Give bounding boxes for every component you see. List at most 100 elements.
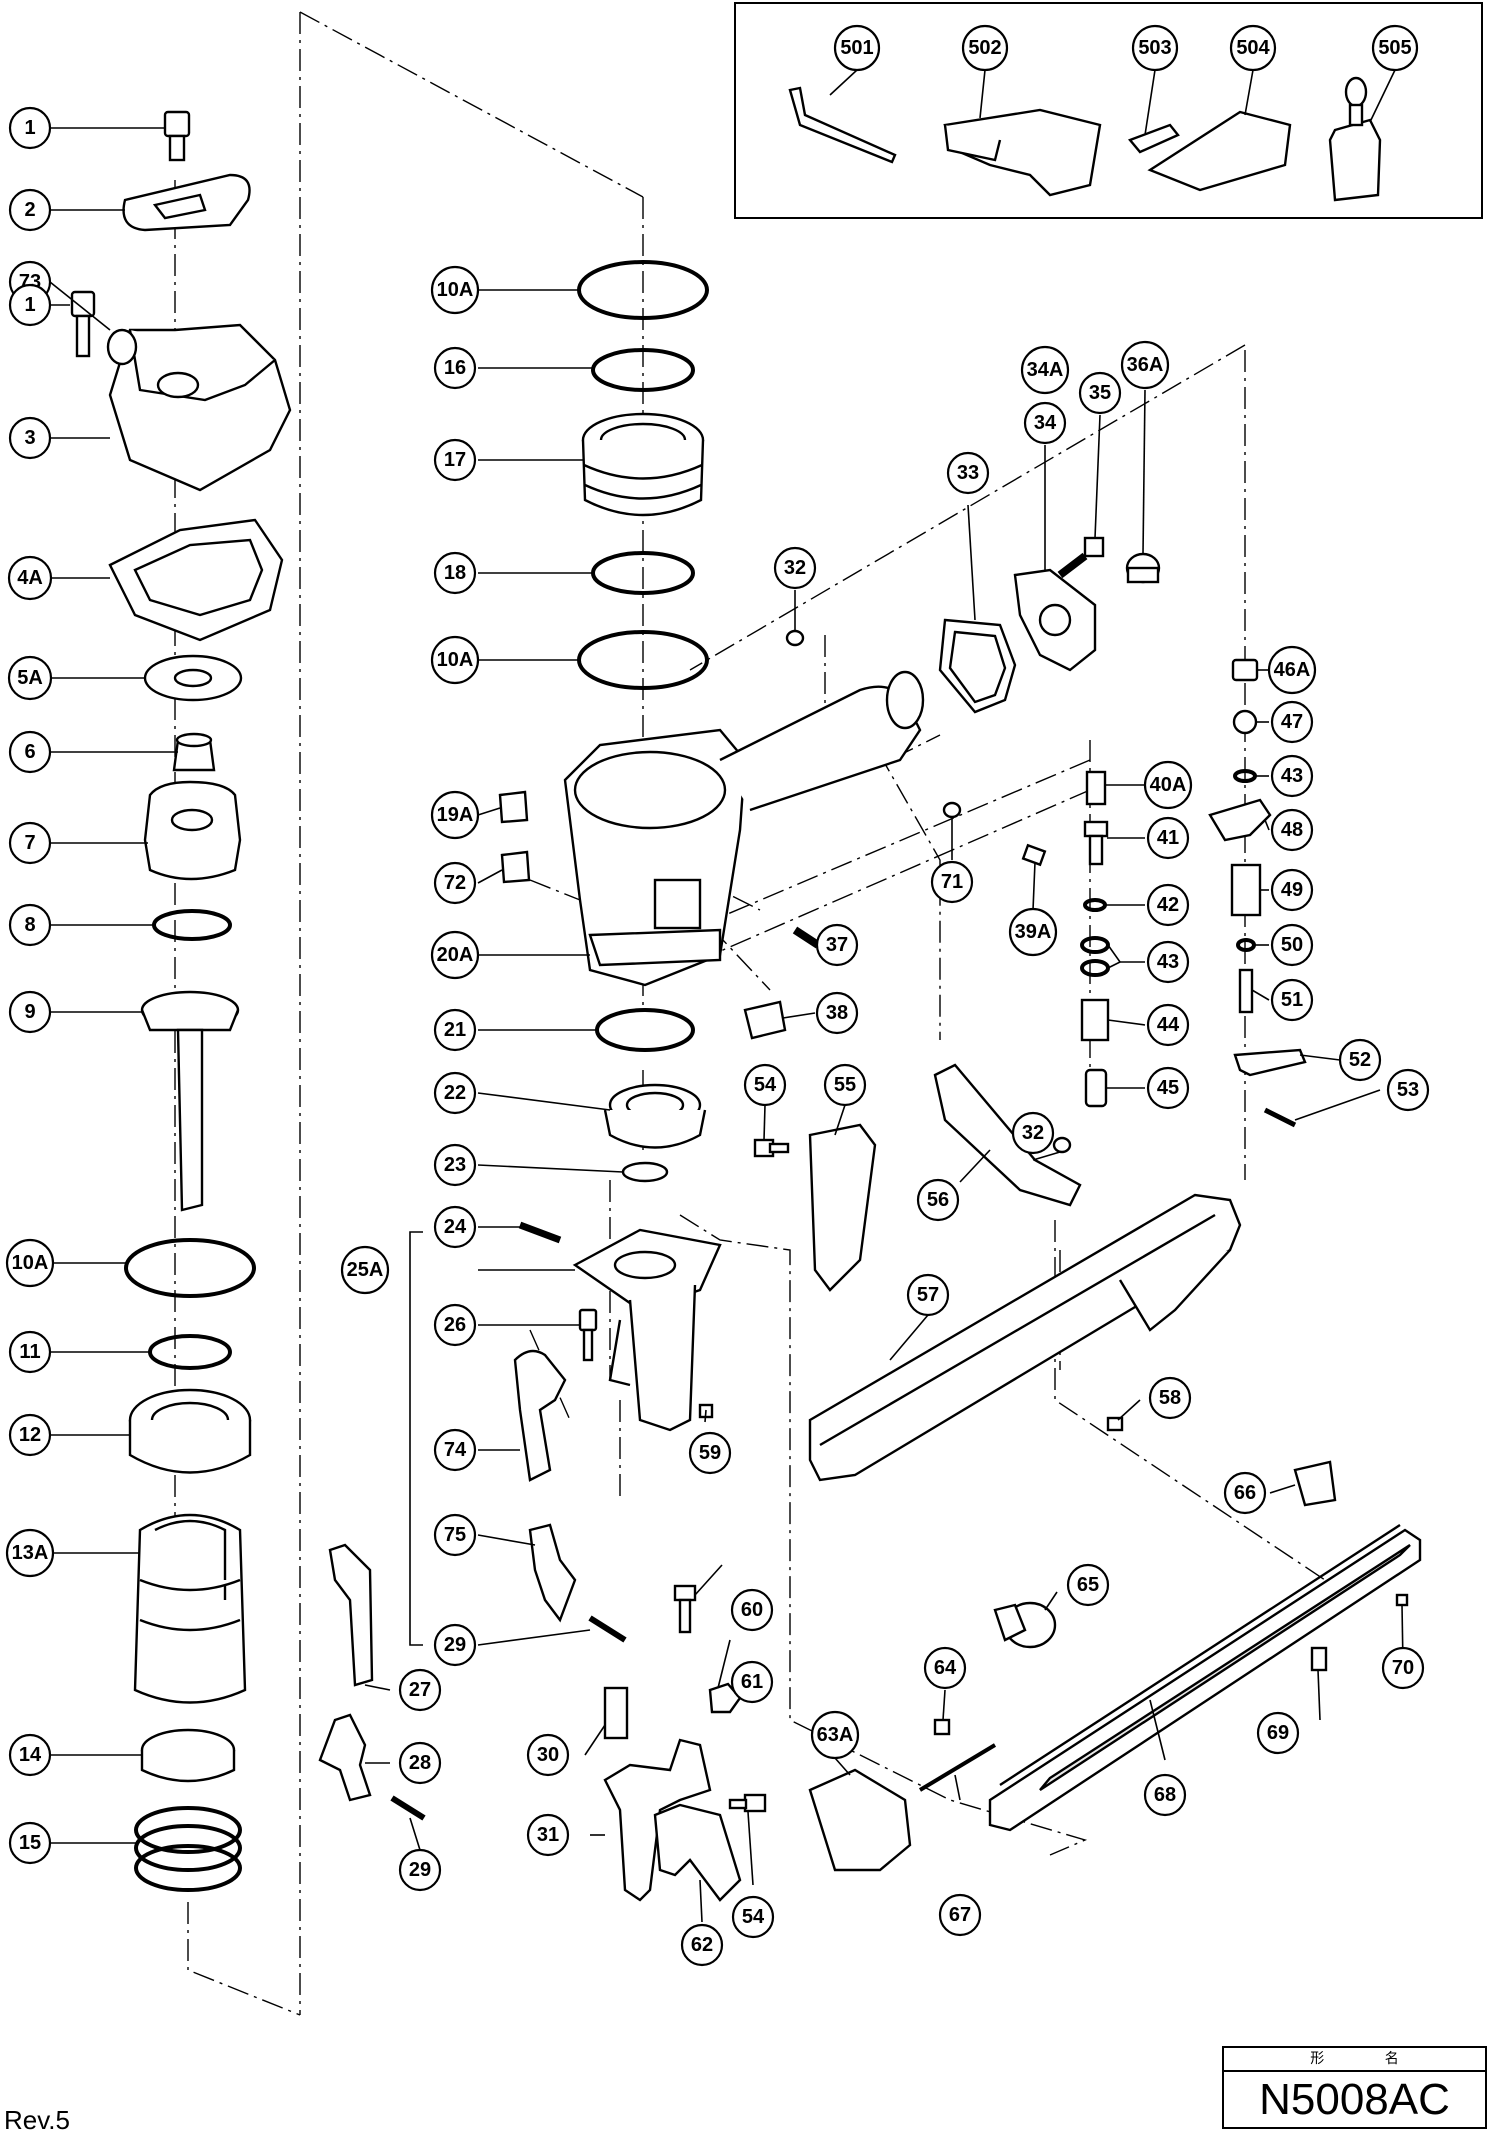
callout-text: 29 — [409, 1859, 431, 1881]
nut-61 — [708, 1682, 742, 1714]
washer-5A — [143, 654, 243, 702]
callout-text: 22 — [444, 1082, 466, 1104]
callout-13A: 13A — [5, 1528, 55, 1578]
callout-34: 34 — [1023, 401, 1067, 445]
contact-arm-74 — [513, 1349, 567, 1482]
cap-34 — [1013, 568, 1097, 672]
callout-text: 32 — [1022, 1122, 1044, 1144]
callout-text: 504 — [1236, 37, 1270, 59]
callout-text: 34 — [1034, 412, 1057, 434]
callout-23: 23 — [433, 1143, 477, 1187]
callout-text: 61 — [741, 1671, 763, 1693]
callout-31: 31 — [526, 1813, 570, 1857]
callout-text: 65 — [1077, 1574, 1099, 1596]
callout-30: 30 — [526, 1733, 570, 1777]
rail-68 — [988, 1523, 1422, 1832]
callout-61: 61 — [730, 1660, 774, 1704]
oring-50 — [1236, 938, 1256, 952]
callout-2: 2 — [8, 188, 52, 232]
callout-text: 59 — [699, 1442, 721, 1464]
callout-38: 38 — [815, 991, 859, 1035]
callout-text: 29 — [444, 1634, 466, 1656]
label-38 — [743, 1000, 787, 1040]
callout-70: 70 — [1381, 1646, 1425, 1690]
callout-text: 66 — [1234, 1482, 1256, 1504]
plate-48 — [1208, 798, 1272, 842]
callout-text: 14 — [19, 1744, 42, 1766]
callout-56: 56 — [916, 1178, 960, 1222]
callout-19A: 19A — [430, 790, 480, 840]
head-valve-7 — [143, 780, 242, 881]
callout-text: 32 — [784, 557, 806, 579]
knob-65 — [993, 1601, 1057, 1649]
callout-text: 7 — [24, 832, 35, 854]
pin-53 — [1263, 1107, 1297, 1128]
callout-29-center: 29 — [433, 1623, 477, 1667]
callout-49: 49 — [1270, 868, 1314, 912]
callout-text: 40A — [1150, 774, 1187, 796]
callout-501: 501 — [833, 24, 881, 72]
nut-32-lower — [1052, 1136, 1072, 1154]
callout-text: 15 — [19, 1832, 41, 1854]
screw-1-side — [70, 290, 96, 358]
callout-46A: 46A — [1267, 645, 1317, 695]
callout-6: 6 — [8, 730, 52, 774]
callout-50: 50 — [1270, 923, 1314, 967]
callout-text: 74 — [444, 1439, 467, 1461]
latch-52 — [1233, 1048, 1307, 1077]
callout-7: 7 — [8, 821, 52, 865]
callout-53: 53 — [1386, 1068, 1430, 1112]
plate-66 — [1293, 1460, 1337, 1507]
callout-1-top: 1 — [8, 106, 52, 150]
callout-505: 505 — [1371, 24, 1419, 72]
callout-40A: 40A — [1143, 760, 1193, 810]
label-72 — [500, 850, 531, 884]
callout-1-side: 1 — [8, 283, 52, 327]
callout-35: 35 — [1078, 371, 1122, 415]
callout-text: 6 — [24, 741, 35, 763]
callout-15: 15 — [8, 1821, 52, 1865]
callout-43-right: 43 — [1270, 754, 1314, 798]
callout-54-lower: 54 — [731, 1895, 775, 1939]
callout-text: 12 — [19, 1424, 41, 1446]
callout-text: 47 — [1281, 711, 1303, 733]
callout-58: 58 — [1148, 1376, 1192, 1420]
pin-29-center — [588, 1615, 627, 1643]
callout-62: 62 — [680, 1923, 724, 1967]
guide-62 — [653, 1803, 742, 1902]
callout-59: 59 — [688, 1431, 732, 1475]
callout-text: 62 — [691, 1934, 713, 1956]
callout-68: 68 — [1143, 1773, 1187, 1817]
callout-55: 55 — [823, 1063, 867, 1107]
callout-67: 67 — [938, 1893, 982, 1937]
callout-text: 71 — [941, 871, 963, 893]
screw-58 — [1106, 1416, 1124, 1432]
oring-8 — [152, 909, 232, 941]
callout-text: 503 — [1138, 37, 1171, 59]
model-label: 形 名 — [1224, 2048, 1485, 2072]
callout-text: 1 — [24, 294, 35, 316]
callout-text: 25A — [347, 1259, 384, 1281]
revision-text: Rev.5 — [4, 2105, 70, 2135]
callout-8: 8 — [8, 903, 52, 947]
callout-text: 70 — [1392, 1657, 1414, 1679]
callout-64: 64 — [923, 1646, 967, 1690]
screw-70 — [1395, 1593, 1409, 1607]
oil-bottle-505 — [1328, 76, 1382, 202]
callout-text: 50 — [1281, 934, 1303, 956]
model-title-block: 形 名 N5008AC — [1222, 2046, 1487, 2129]
screw-39A — [1021, 843, 1047, 867]
pin-64 — [933, 1718, 951, 1736]
arm-27 — [328, 1543, 374, 1687]
callout-text: 57 — [917, 1284, 939, 1306]
bolt-69 — [1310, 1646, 1328, 1672]
callout-26: 26 — [433, 1303, 477, 1347]
callout-text: 67 — [949, 1904, 971, 1926]
oring-73 — [106, 328, 138, 366]
magazine-57 — [808, 1193, 1242, 1482]
ball-47 — [1232, 709, 1258, 735]
valve-44 — [1080, 998, 1110, 1042]
callout-text: 37 — [826, 934, 848, 956]
callout-54-upper: 54 — [743, 1063, 787, 1107]
